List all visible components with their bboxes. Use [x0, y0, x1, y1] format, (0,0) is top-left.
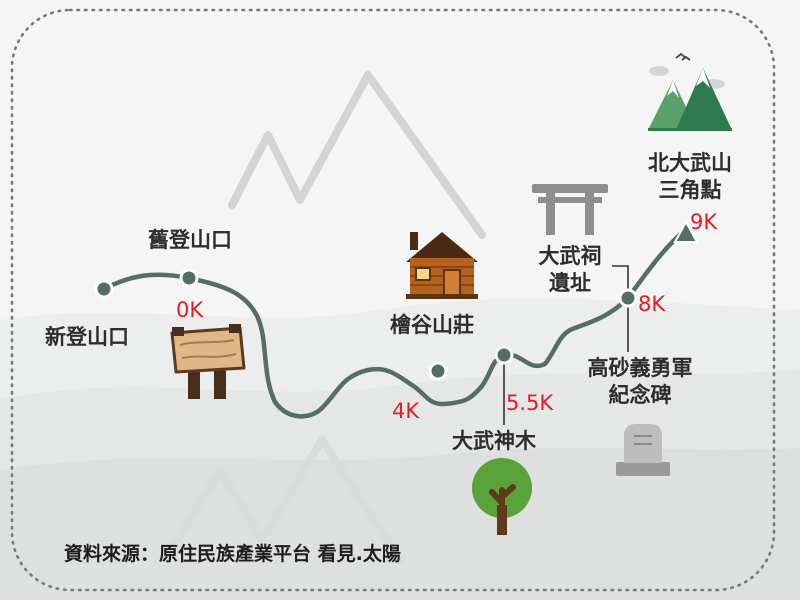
log-cabin-icon: [406, 232, 478, 299]
distance-8k: 8K: [638, 292, 666, 316]
source-note: 資料來源：原住民族產業平台 看見.太陽: [64, 543, 401, 565]
tree-icon: [472, 458, 532, 535]
summit-triangle-icon: [673, 219, 699, 243]
mountain-watermark-lower: [161, 436, 404, 564]
summit-mountain-icon: [648, 52, 732, 131]
label-new-trailhead: 新登山口: [45, 325, 129, 349]
trail-path: [101, 227, 688, 419]
marker-new-trailhead: [94, 279, 114, 299]
label-shrine-line2: 遺址: [549, 271, 591, 295]
label-memorial-line1: 高砂義勇軍: [587, 356, 693, 380]
distance-5-5k: 5.5K: [506, 391, 554, 415]
marker-old-trailhead: [179, 268, 199, 288]
label-old-trailhead: 舊登山口: [148, 228, 232, 252]
dotted-border: [10, 8, 776, 592]
distance-0k: 0K: [176, 298, 204, 322]
marker-sacred-tree: [494, 345, 514, 365]
label-shrine-line1: 大武祠: [538, 244, 602, 268]
shrine-gate-icon: [532, 184, 608, 235]
label-shrine: 大武祠 遺址: [530, 243, 610, 297]
distance-4k: 4K: [392, 399, 420, 423]
marker-4k: [428, 361, 448, 381]
marker-shrine: [618, 288, 638, 308]
label-memorial-line2: 紀念碑: [608, 383, 672, 407]
label-summit: 北大武山 三角點: [630, 150, 750, 204]
label-summit-line1: 北大武山: [648, 151, 732, 175]
label-summit-line2: 三角點: [658, 178, 722, 202]
wooden-sign-icon: [170, 324, 246, 399]
mountain-watermark-upper: [228, 71, 486, 239]
label-cabin: 檜谷山莊: [390, 313, 474, 337]
leader-line-shrine: [612, 265, 629, 298]
distance-9k: 9K: [690, 210, 718, 234]
label-sacred-tree: 大武神木: [452, 429, 536, 453]
memorial-stone-icon: [616, 424, 670, 476]
label-memorial: 高砂義勇軍 紀念碑: [570, 355, 710, 409]
trail-markers: [94, 268, 638, 381]
